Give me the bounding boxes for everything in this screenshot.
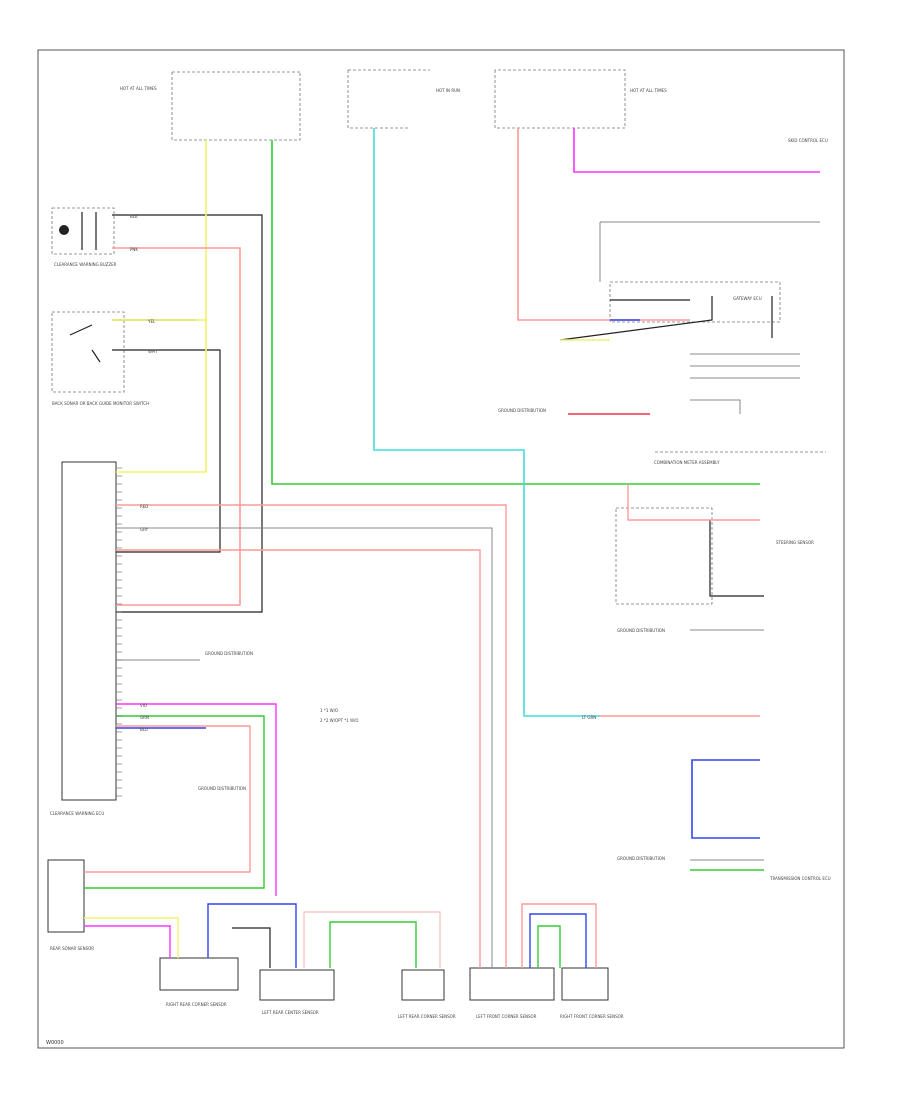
wire-green-4 (537, 925, 561, 968)
diagram-frame (37, 49, 845, 1049)
sensor-right-front-corner: RIGHT FRONT CORNER SENSOR (560, 967, 624, 1019)
wire-pink-3 (116, 549, 481, 968)
ground-ref-4-label: GROUND DISTRIBUTION (205, 651, 253, 656)
wire-pink-2 (116, 504, 507, 968)
wire-pink-9 (303, 911, 441, 968)
wire-red-group (84, 128, 760, 968)
top-center-fuse-block: HOT IN RUN (347, 69, 460, 129)
horn-label: CLEARANCE WARNING BUZZER (54, 262, 117, 267)
wire-green-3 (329, 921, 417, 968)
ground-ref-5-label: GROUND DISTRIBUTION (198, 786, 246, 791)
top-left-fuse-block: HOT AT ALL TIMES (120, 71, 301, 141)
right-bottom-module: TRANSMISSION CONTROL ECU (769, 876, 831, 881)
rear-sonar-connector: REAR SONAR SENSOR (47, 859, 94, 951)
wire-label-gry: GRY (140, 527, 149, 532)
right-mid-module-label: STEERING SENSOR (776, 540, 814, 545)
top-left-fuse-label: HOT AT ALL TIMES (120, 86, 157, 91)
wire-pink-4 (84, 725, 251, 873)
sensor-right-rear-corner: RIGHT REAR CORNER SENSOR (159, 957, 239, 1007)
wire-yellow-1 (116, 140, 207, 473)
wire-green-2 (84, 715, 265, 889)
wire-pink-7 (627, 484, 760, 521)
wire-label-vio: VIO (140, 703, 147, 708)
wire-magenta-3 (84, 925, 171, 958)
wire-magenta-1 (573, 128, 820, 173)
right-top-module: SKID CONTROL ECU (788, 138, 828, 143)
wire-green-group (84, 140, 764, 968)
top-right-fuse-label: HOT AT ALL TIMES (630, 88, 667, 93)
wire-pink-5 (517, 128, 690, 321)
ground-ref-3-label: GROUND DISTRIBUTION (617, 856, 665, 861)
wire-grey-8 (690, 399, 741, 414)
wire-label-yel: YEL (147, 319, 156, 324)
horn-component: CLEARANCE WARNING BUZZER (51, 207, 117, 267)
combination-meter-component: COMBINATION METER ASSEMBLY (615, 451, 826, 605)
right-top-module-label: SKID CONTROL ECU (788, 138, 828, 143)
wire-blue-2 (207, 903, 297, 968)
top-right-fuse-block: HOT AT ALL TIMES (494, 69, 667, 129)
switch-block-label: BACK SONAR OR BACK GUIDE MONITOR SWITCH (52, 401, 149, 406)
wire-grey-group (116, 221, 820, 968)
wire-label-grn: GRN (140, 715, 149, 720)
wire-blue-3 (529, 913, 587, 968)
wire-black-group (112, 214, 773, 968)
sensor-left-rear-corner: LEFT REAR CORNER SENSOR (398, 969, 456, 1019)
sensor-2-label: LEFT REAR CENTER SENSOR (262, 1010, 319, 1015)
wire-label-wht: WHT (148, 349, 158, 354)
wire-black-5 (559, 296, 713, 341)
wire-label-red: RED (140, 504, 148, 509)
right-mid-module: STEERING SENSOR (776, 540, 814, 545)
wire-pink-1 (112, 247, 241, 606)
wire-label-blk: BLK (130, 214, 138, 219)
wire-label-ltgrn: LT GRN (582, 715, 596, 720)
ecu-label: CLEARANCE WARNING ECU (50, 811, 104, 816)
rear-sonar-connector-label: REAR SONAR SENSOR (50, 946, 94, 951)
sensor-left-rear-center: LEFT REAR CENTER SENSOR (259, 969, 335, 1015)
wire-label-pnk: PNK (130, 247, 138, 252)
wire-label-blu: BLU (140, 727, 148, 732)
legend-item-1: 1 *1 W/O (320, 708, 338, 713)
wire-black-7 (709, 520, 764, 597)
ground-ref-2-label: GROUND DISTRIBUTION (617, 628, 665, 633)
wire-magenta-2 (116, 703, 277, 896)
ecu-pin-ticks (116, 467, 122, 797)
sensor-4-label: LEFT FRONT CORNER SENSOR (476, 1014, 537, 1019)
wire-black-1 (112, 214, 263, 613)
wire-yellow-3 (84, 917, 179, 958)
wire-pink-8 (521, 903, 597, 968)
wire-black-3 (112, 349, 221, 553)
sensor-3-label: LEFT REAR CORNER SENSOR (398, 1014, 456, 1019)
wire-blue-4 (691, 759, 760, 839)
wire-yellow-group (84, 140, 610, 958)
wire-magenta-group (84, 128, 820, 958)
sensor-left-front-corner: LEFT FRONT CORNER SENSOR (469, 967, 555, 1019)
combination-meter-label: COMBINATION METER ASSEMBLY (654, 460, 720, 465)
sensor-5-label: RIGHT FRONT CORNER SENSOR (560, 1014, 624, 1019)
ground-ref-label: GROUND DISTRIBUTION (498, 408, 546, 413)
sensor-1-label: RIGHT REAR CORNER SENSOR (166, 1002, 227, 1007)
top-center-fuse-label: HOT IN RUN (436, 88, 460, 93)
wire-grey-1 (116, 527, 493, 968)
diagram-code: W0000 (46, 1040, 64, 1046)
gateway-label: GATEWAY ECU (733, 296, 762, 301)
right-bottom-module-label: TRANSMISSION CONTROL ECU (769, 876, 831, 881)
wire-blue-group (116, 319, 760, 968)
wire-black-8 (232, 927, 271, 968)
wire-label-group: BLK PNK YEL WHT RED GRY GRN BLU VIO LT G… (130, 214, 596, 732)
switch-block-component: BACK SONAR OR BACK GUIDE MONITOR SWITCH (51, 311, 149, 406)
legend-item-2: 2 *2 W/OPT *1 W/O (320, 718, 358, 723)
wire-cyan-1 (373, 128, 600, 717)
gateway-component: GATEWAY ECU (609, 281, 781, 323)
ecu-component: CLEARANCE WARNING ECU (50, 461, 117, 816)
wire-green-1 (271, 140, 760, 485)
